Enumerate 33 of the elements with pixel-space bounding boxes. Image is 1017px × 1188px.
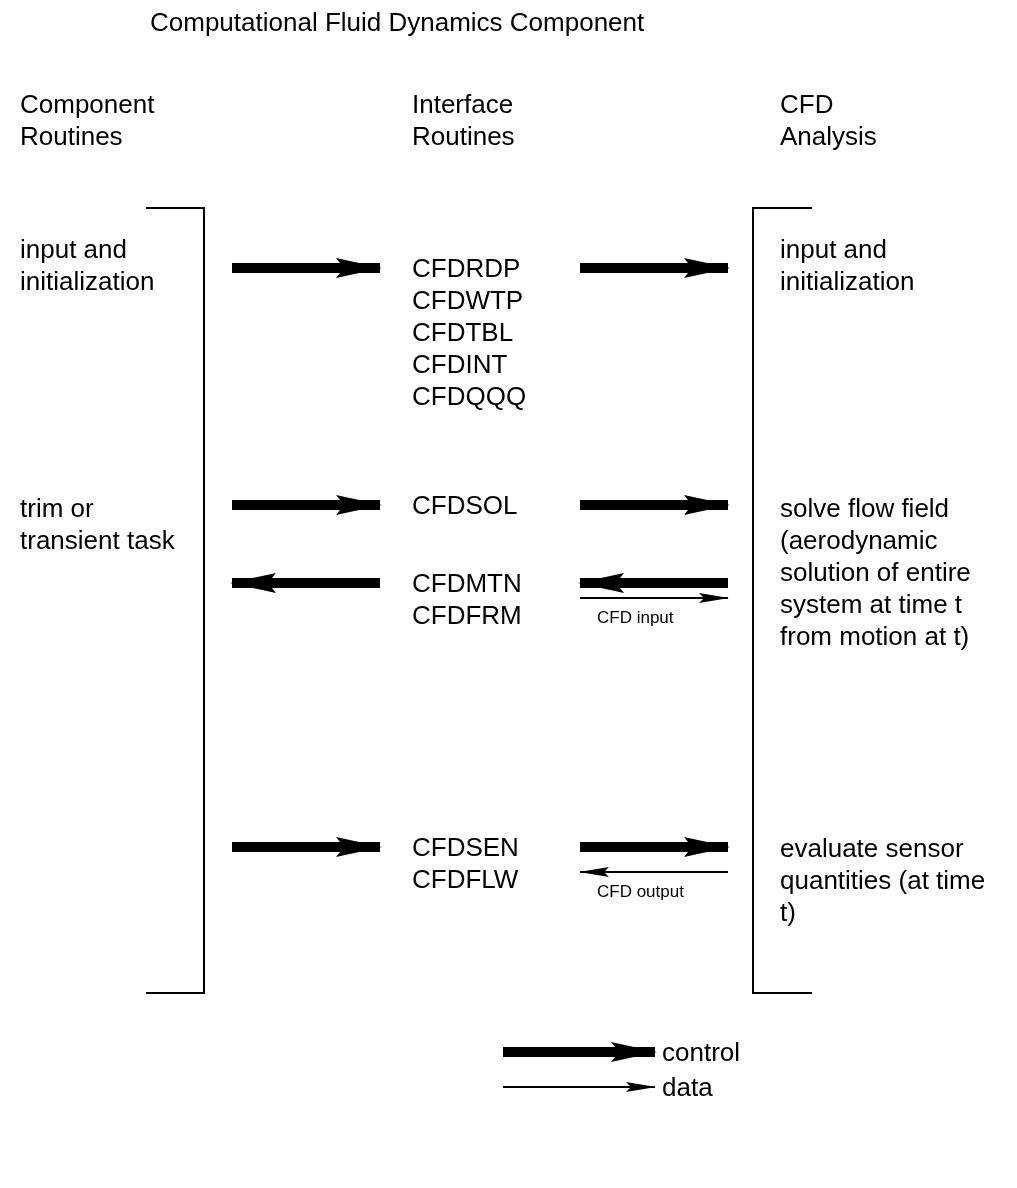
column-heading: Interface Routines xyxy=(412,88,516,152)
routine-name: CFDINT xyxy=(412,348,509,380)
arrow xyxy=(232,258,382,278)
task-text: input and initialization xyxy=(20,233,156,297)
diagram-title: Computational Fluid Dynamics Component xyxy=(150,6,645,38)
task-text: solve flow field (aerodynamic solution of entire system at time t from motion at t) xyxy=(780,492,972,652)
routine-name: CFDQQQ xyxy=(412,380,528,412)
routine-name: CFDSEN xyxy=(412,831,520,863)
arrow xyxy=(230,573,380,593)
legend-text: control xyxy=(662,1036,741,1068)
routine-name: CFDSOL xyxy=(412,489,519,521)
edge-label: CFD output xyxy=(595,882,686,902)
task-text: evaluate sensor quantities (at time t) xyxy=(780,832,987,928)
arrow xyxy=(232,495,382,515)
arrow xyxy=(580,258,730,278)
task-text: trim or transient task xyxy=(20,492,176,556)
legend-text: data xyxy=(662,1071,713,1103)
column-heading: CFD Analysis xyxy=(780,88,878,152)
routine-name: CFDRDP xyxy=(412,252,522,284)
arrow xyxy=(578,573,728,593)
arrow xyxy=(232,837,382,857)
arrow xyxy=(579,593,729,603)
arrow xyxy=(580,837,730,857)
edge-label: CFD input xyxy=(595,608,676,628)
routine-name: CFDFLW xyxy=(412,863,520,895)
routine-name: CFDWTP xyxy=(412,284,525,316)
routine-name: CFDMTN xyxy=(412,567,523,599)
routine-name: CFDFRM xyxy=(412,599,523,631)
routine-name: CFDTBL xyxy=(412,316,515,348)
task-text: input and initialization xyxy=(780,233,916,297)
column-heading: Component Routines xyxy=(20,88,156,152)
arrow xyxy=(580,495,730,515)
arrow xyxy=(579,867,729,877)
